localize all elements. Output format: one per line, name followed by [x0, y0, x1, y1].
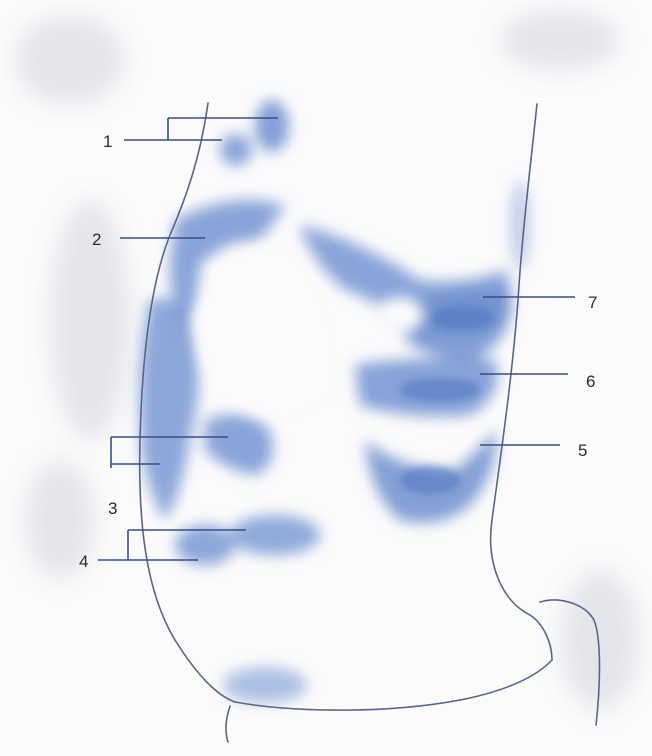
label-3: 3: [108, 499, 117, 518]
label-4: 4: [79, 552, 88, 571]
label-2: 2: [92, 230, 101, 249]
bottom-stub: [226, 706, 230, 742]
label-7: 7: [588, 293, 597, 312]
leader-1: [124, 118, 278, 140]
label-1: 1: [103, 132, 112, 151]
label-5: 5: [578, 441, 587, 460]
label-6: 6: [586, 372, 595, 391]
stained-regions: [140, 100, 530, 703]
